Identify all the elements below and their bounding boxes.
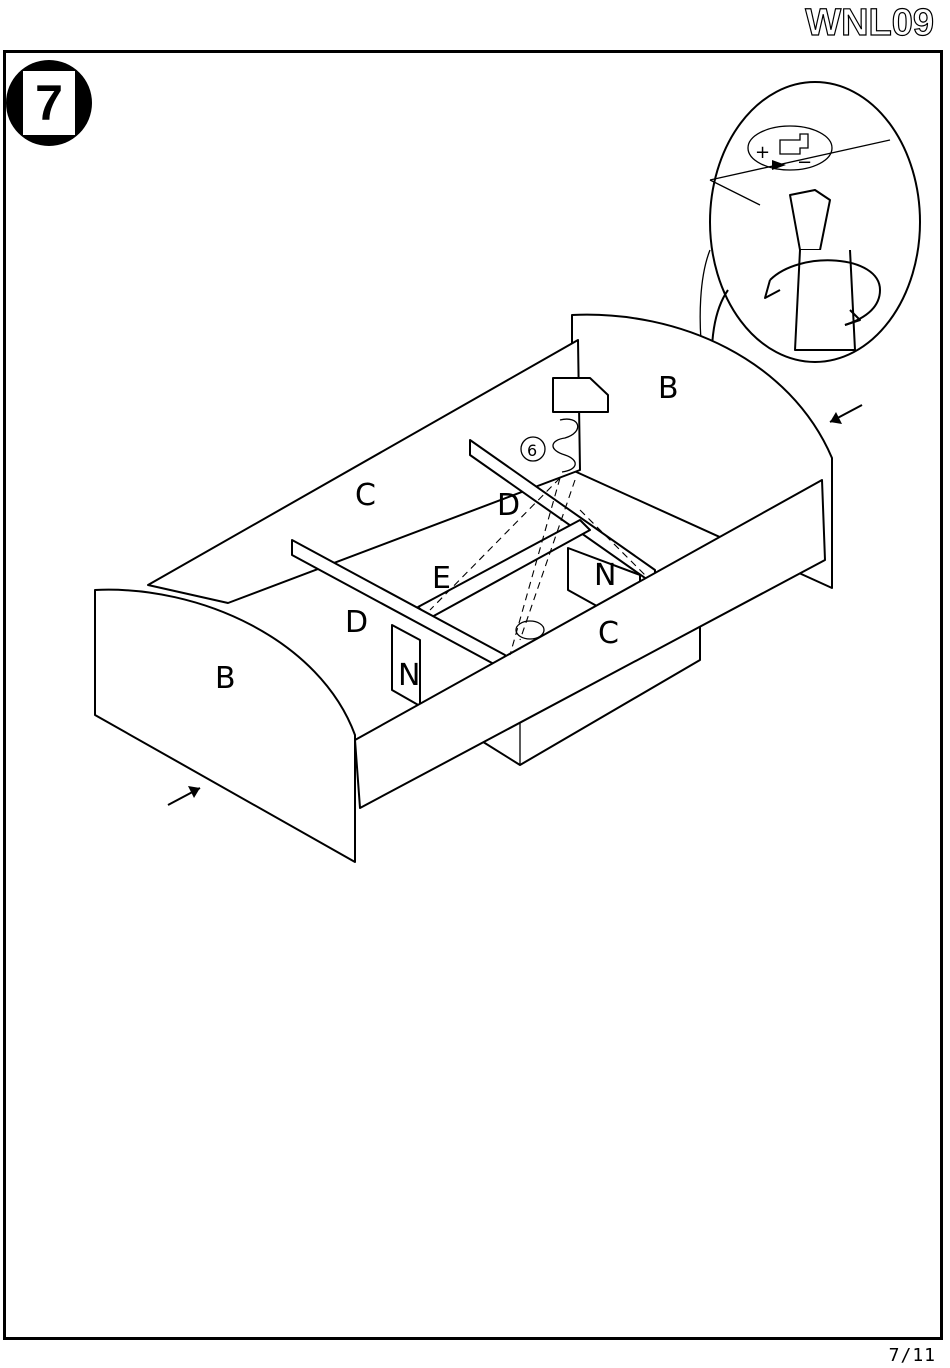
label-leg-back: N: [594, 558, 616, 593]
page-number: 7/11: [889, 1345, 936, 1366]
label-cross-rail-back: D: [497, 488, 520, 523]
direction-arrow-icon: [772, 160, 786, 170]
headboard-front: [95, 590, 355, 862]
screwdriver-tip-icon: [790, 190, 830, 250]
label-headboard-back: B: [658, 371, 679, 406]
plus-sign: +: [755, 142, 770, 163]
fitting-count: 6: [527, 441, 537, 460]
label-leg-front: N: [398, 658, 420, 693]
minus-sign: −: [797, 152, 812, 173]
label-headboard-front: B: [215, 661, 236, 696]
label-side-rail-front: C: [598, 616, 619, 651]
label-cross-rail-front: D: [345, 605, 368, 640]
label-center-beam: E: [432, 561, 451, 596]
label-side-rail-back: C: [355, 478, 376, 513]
